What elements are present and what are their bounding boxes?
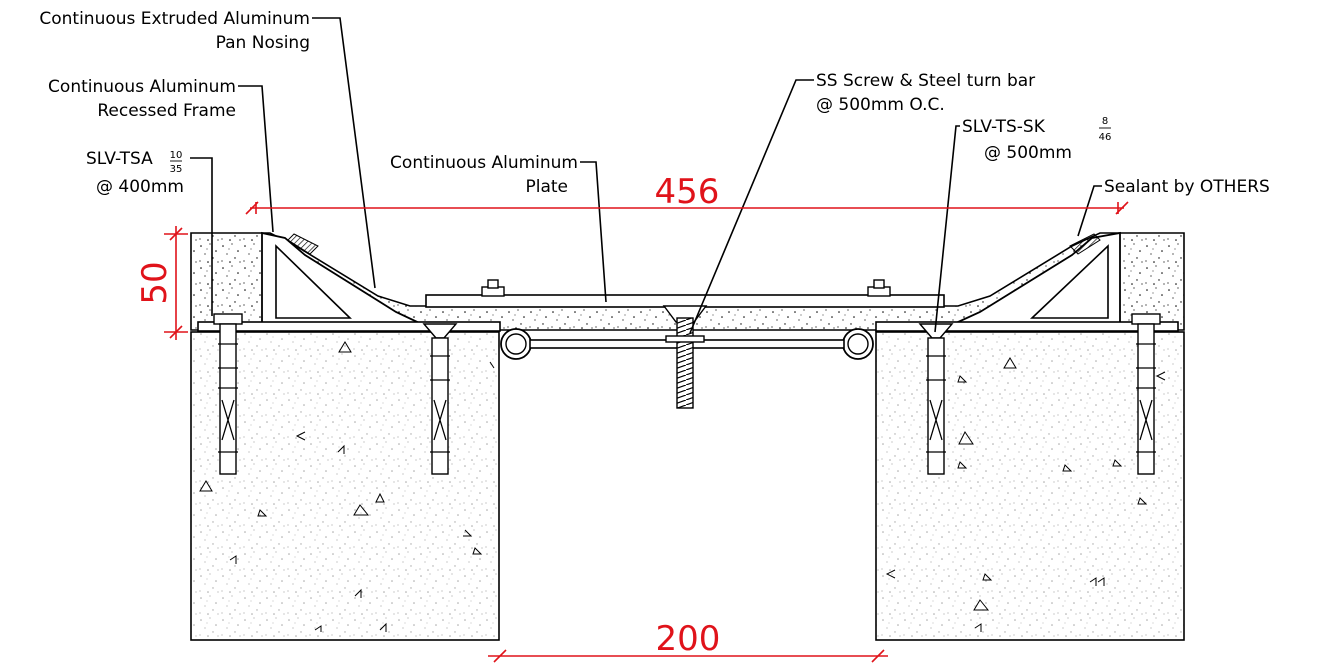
pivot-roller-right: [842, 328, 874, 360]
label-tssk-anchor-den: 46: [1099, 132, 1112, 143]
dimension-gap: 200: [488, 619, 888, 663]
label-tsa-anchor-name: SLV-TSA: [86, 149, 153, 169]
label-pan-nosing-line1: Continuous Extruded Aluminum: [39, 9, 310, 29]
label-tsa-anchor-num: 10: [170, 150, 183, 161]
label-tssk-anchor: SLV-TS-SK 8 46 @ 500mm: [962, 116, 1111, 163]
label-sealant-text: Sealant by OTHERS: [1104, 177, 1270, 197]
anchor-tssk-left: [422, 323, 458, 475]
label-screw: SS Screw & Steel turn bar @ 500mm O.C.: [816, 71, 1035, 115]
label-tssk-anchor-name: SLV-TS-SK: [962, 117, 1046, 137]
dimension-gap-text: 200: [656, 619, 721, 659]
anchor-tssk-right: [918, 323, 954, 475]
recessed-frame-right: [944, 231, 1121, 329]
label-tssk-anchor-num: 8: [1102, 116, 1108, 127]
label-screw-line2: @ 500mm O.C.: [816, 95, 945, 115]
label-recessed-frame: Continuous Aluminum Recessed Frame: [48, 77, 236, 121]
plate-bolt-right: [867, 279, 891, 297]
dimension-overall-width-text: 456: [655, 172, 720, 212]
label-plate-line1: Continuous Aluminum: [390, 153, 578, 173]
leader-lines: [190, 17, 1102, 334]
aluminum-cover-plate: [425, 294, 945, 308]
anchor-tsa-left: [213, 313, 243, 475]
dimension-depth: 50: [135, 226, 188, 340]
label-pan-nosing: Continuous Extruded Aluminum Pan Nosing: [39, 9, 310, 53]
label-sealant: Sealant by OTHERS: [1104, 177, 1270, 197]
base-plate-right: [875, 321, 1179, 332]
label-recessed-frame-line1: Continuous Aluminum: [48, 77, 236, 97]
label-tsa-anchor: SLV-TSA 10 35 @ 400mm: [86, 149, 184, 197]
ss-screw: [662, 305, 708, 409]
label-tssk-anchor-spacing: @ 500mm: [984, 143, 1072, 163]
plate-bolt-left: [481, 279, 505, 297]
label-screw-line1: SS Screw & Steel turn bar: [816, 71, 1035, 91]
label-plate-line2: Plate: [525, 177, 568, 197]
label-recessed-frame-line2: Recessed Frame: [97, 101, 236, 121]
pivot-roller-left: [500, 328, 532, 360]
label-plate: Continuous Aluminum Plate: [390, 153, 578, 197]
label-pan-nosing-line2: Pan Nosing: [216, 33, 310, 53]
concrete-substrate-left: [190, 331, 500, 641]
dimension-depth-text: 50: [135, 261, 175, 304]
label-tsa-anchor-den: 35: [170, 164, 183, 175]
anchor-tsa-right: [1131, 313, 1161, 475]
dimension-overall-width: 456: [245, 172, 1129, 215]
base-plate-left: [197, 321, 501, 332]
label-tsa-anchor-spacing: @ 400mm: [96, 177, 184, 197]
